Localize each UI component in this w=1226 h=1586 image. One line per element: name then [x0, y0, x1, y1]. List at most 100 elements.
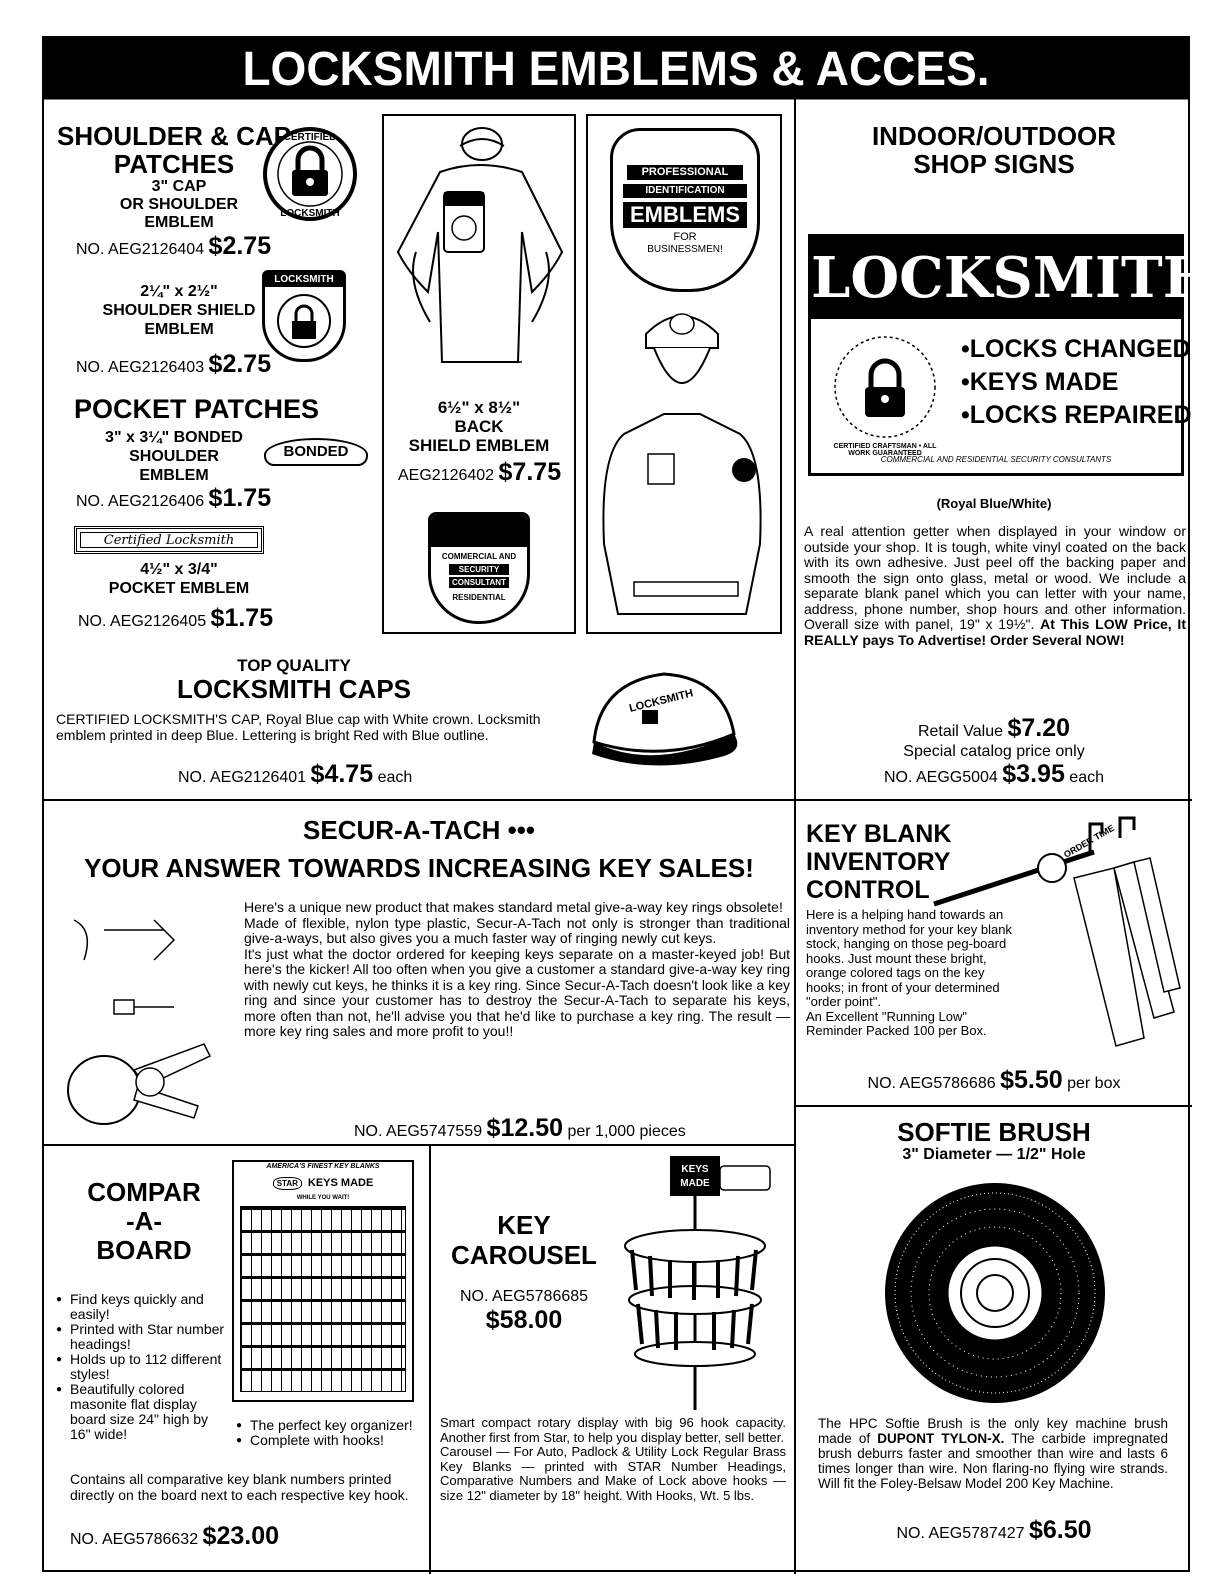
- pocket-emblem-text: 4½" x 3/4" POCKET EMBLEM: [84, 560, 274, 598]
- divider: [796, 1105, 1192, 1107]
- sku: NO. AEG5747559: [354, 1123, 483, 1140]
- pro-line: FOR: [673, 231, 697, 243]
- sign-bullet: •LOCKS CHANGED: [961, 335, 1191, 363]
- price: $7.75: [498, 458, 562, 486]
- divider: [794, 98, 796, 1574]
- signs-heading: INDOOR/OUTDOOR SHOP SIGNS: [796, 122, 1192, 178]
- brush-order: NO. AEG5787427 $6.50: [796, 1516, 1192, 1545]
- pocket-emblem-order: NO. AEG2126405 $1.75: [78, 604, 273, 633]
- shield-line: COMMERCIAL AND: [441, 552, 517, 561]
- sign-footer: COMMERCIAL AND RESIDENTIAL SECURITY CONS…: [880, 455, 1112, 464]
- sku: NO. AEG2126401: [178, 769, 307, 786]
- sku: NO. AEG2126405: [78, 613, 207, 630]
- brush-description: The HPC Softie Brush is the only key mac…: [818, 1416, 1168, 1491]
- signs-title: SHOP SIGNS: [913, 149, 1075, 179]
- patches-title: PATCHES: [113, 149, 235, 179]
- compar-bullet: Find keys quickly and easily!: [56, 1292, 232, 1322]
- price: $23.00: [202, 1522, 280, 1550]
- retail-label: Retail Value: [917, 723, 1004, 740]
- compar-bullet: The perfect key organizer!: [236, 1418, 426, 1434]
- shield-size: 2¼" x 2½": [140, 283, 218, 300]
- compar-bullet: Printed with Star number headings!: [56, 1322, 232, 1352]
- compar-board: AMERICA'S FINEST KEY BLANKS STAR KEYS MA…: [232, 1160, 414, 1402]
- caps-top-quality: TOP QUALITY: [237, 656, 351, 675]
- price: $3.95: [1002, 760, 1065, 788]
- craftsman-seal: [834, 336, 936, 438]
- sign-bullet: •LOCKS REPAIRED: [961, 401, 1192, 429]
- cap-emblem-order: NO. AEG2126404 $2.75: [76, 232, 271, 261]
- special-price-note: Special catalog price only: [903, 743, 1085, 760]
- sku: NO. AEG5786632: [70, 1531, 199, 1548]
- sign-color: (Royal Blue/White): [936, 496, 1052, 511]
- carousel-sign-line: MADE: [680, 1178, 710, 1189]
- brush-title: SOFTIE BRUSH: [897, 1117, 1091, 1147]
- divider: [794, 799, 1192, 801]
- cap-emblem-text: 3" CAP OR SHOULDER EMBLEM: [114, 178, 244, 232]
- signs-description: A real attention getter when displayed i…: [804, 523, 1186, 648]
- shield-line: CONSULTANT: [449, 577, 509, 588]
- shield-header-band: [431, 515, 527, 547]
- carousel-desc: Carousel — For Auto, Padlock & Utility L…: [440, 1444, 786, 1503]
- signs-desc-text: A real attention getter when displayed i…: [804, 523, 1186, 632]
- shield-badge: LOCKSMITH: [262, 270, 346, 362]
- price: $58.00: [485, 1306, 563, 1334]
- board-sub: WHILE YOU WAIT!: [296, 1195, 350, 1201]
- carousel-title: CAROUSEL: [451, 1240, 597, 1270]
- locksmith-sign: LOCKSMITH CERTIFIED CRAFTSMAN • ALL WORK…: [808, 234, 1216, 476]
- pocket-patches-title: POCKET PATCHES: [74, 394, 320, 424]
- price: $1.75: [208, 484, 272, 512]
- compar-bullet: Holds up to 112 different styles!: [56, 1352, 232, 1382]
- bonded-badge: BONDED: [264, 438, 368, 466]
- compar-bullets: Find keys quickly and easily! Printed wi…: [56, 1292, 232, 1442]
- patches-section: SHOULDER & CAP PATCHES: [54, 122, 294, 178]
- brush-desc-bold: DUPONT TYLON-X.: [877, 1431, 1005, 1446]
- jacket-illustration: [396, 127, 564, 363]
- pocket-desc-line: EMBLEM: [139, 467, 209, 484]
- sku: NO. AEG5786685: [459, 1288, 589, 1305]
- price-unit: per 1,000 pieces: [567, 1123, 686, 1140]
- inventory-heading: KEY BLANK INVENTORY CONTROL: [806, 820, 951, 904]
- sku: NO. AEG2126404: [76, 241, 205, 258]
- inventory-desc: Here is a helping hand towards an invent…: [806, 907, 1012, 1009]
- sku: NO. AEG5786686: [867, 1075, 996, 1092]
- back-emblem-order: AEG2126402 $7.75: [398, 458, 561, 487]
- compar-heading: COMPAR -A- BOARD: [64, 1178, 224, 1265]
- signs-pricing: Retail Value $7.20 Special catalog price…: [796, 714, 1192, 789]
- board-title: KEYS MADE: [307, 1177, 374, 1189]
- compar-order: NO. AEG5786632 $23.00: [70, 1522, 279, 1551]
- pro-line: BUSINESSMEN!: [647, 244, 723, 255]
- peg-hook-tags-illustration: ORDER TIME: [933, 816, 1181, 1047]
- pro-emblems-box: PROFESSIONAL IDENTIFICATION EMBLEMS FOR …: [586, 114, 782, 634]
- inventory-desc: An Excellent "Running Low" Reminder Pack…: [806, 1008, 987, 1038]
- sku: NO. AEGG5004: [883, 769, 998, 786]
- softie-brush-illustration: [885, 1183, 1105, 1403]
- board-header: AMERICA'S FINEST KEY BLANKS: [266, 1163, 380, 1170]
- secur-paragraph: Here's a unique new product that makes s…: [244, 899, 783, 915]
- back-emblem-text: 6½" x 8½" BACK SHIELD EMBLEM: [384, 398, 574, 455]
- price-unit: per box: [1067, 1075, 1121, 1092]
- inventory-order: NO. AEG5786686 $5.50 per box: [796, 1066, 1192, 1095]
- brush-heading: SOFTIE BRUSH 3" Diameter — 1/2" Hole: [796, 1118, 1192, 1164]
- sku: NO. AEG2126403: [76, 359, 205, 376]
- key-carousel-illustration: KEYS MADE: [624, 1156, 771, 1410]
- sign-bullet: •KEYS MADE: [961, 368, 1119, 396]
- brush-sub: 3" Diameter — 1/2" Hole: [902, 1146, 1086, 1163]
- secur-a-tach-illustration: [67, 919, 212, 1125]
- cap-emblem-line: OR SHOULDER: [119, 196, 239, 213]
- pocket-desc-line: SHOULDER: [129, 448, 219, 465]
- price-unit: each: [1069, 769, 1104, 786]
- price: $6.50: [1028, 1516, 1092, 1544]
- secur-paragraph: Made of flexible, nylon type plastic, Se…: [244, 914, 790, 946]
- caps-title: LOCKSMITH CAPS: [177, 674, 411, 704]
- back-emblem-line: SHIELD EMBLEM: [408, 436, 550, 455]
- secur-heading: SECUR-A-TACH ••• YOUR ANSWER TOWARDS INC…: [44, 816, 794, 882]
- locksmith-cap-illustration: LOCKSMITH: [592, 672, 738, 766]
- pocket2-name: POCKET EMBLEM: [108, 580, 250, 597]
- certified-locksmith-badge: CERTIFIED LOCKSMITH: [263, 127, 357, 221]
- cap-emblem-line: 3" CAP: [151, 178, 207, 195]
- signs-desc-bold: At This LOW Price, It REALLY pays To Adv…: [804, 616, 1186, 648]
- uniformed-man-illustration: [602, 313, 762, 615]
- inventory-title: INVENTORY: [806, 848, 951, 876]
- brush-desc-text: The HPC Softie Brush is the only key mac…: [818, 1416, 1168, 1446]
- compar-bullet: Complete with hooks!: [236, 1433, 426, 1449]
